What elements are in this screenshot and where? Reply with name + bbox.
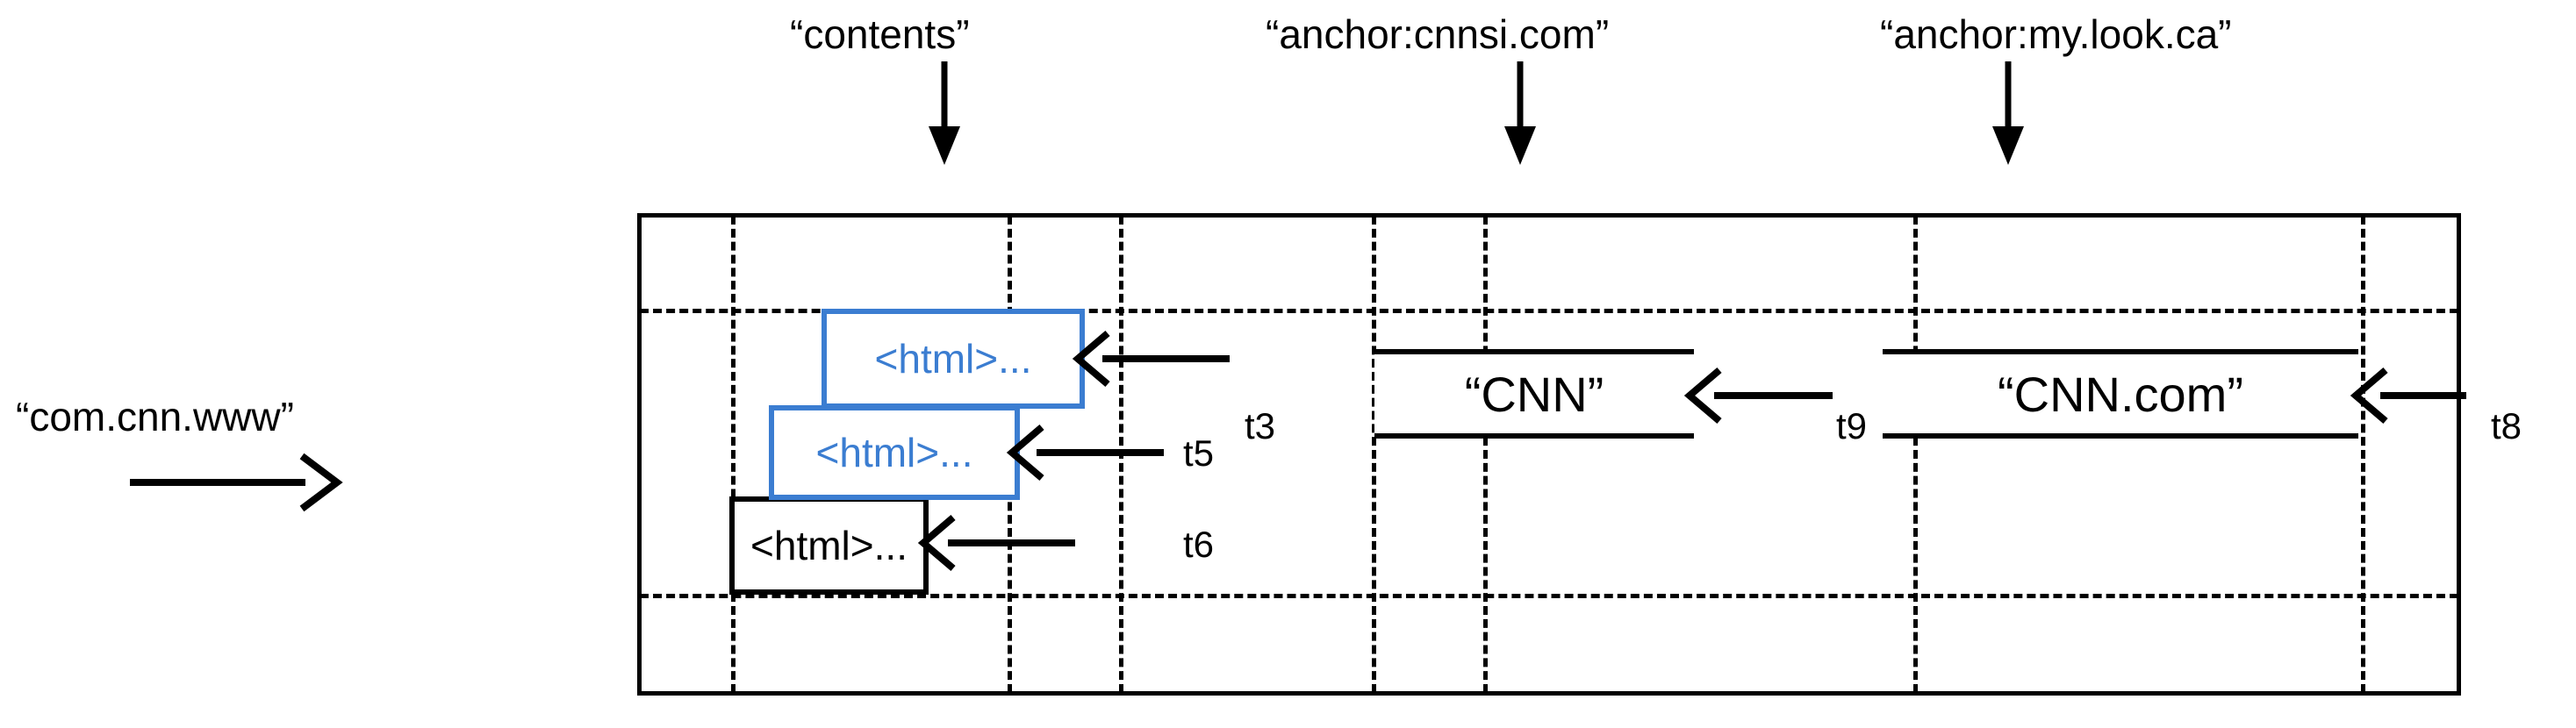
timestamp-arrow-t6-icon (917, 514, 1075, 572)
down-arrow-contents-icon (927, 61, 962, 167)
column-label-anchor-cnnsi: “anchor:cnnsi.com” (1266, 11, 1610, 57)
cell-anchor-cnnsi-t9-text: “CNN” (1464, 366, 1604, 422)
cell-anchor-my-look-ca-t8[interactable]: “CNN.com” (1883, 349, 2358, 439)
grid-col-divider-6 (1913, 216, 1918, 693)
grid-col-divider-5 (1483, 216, 1488, 693)
cell-contents-t3-text: <html>... (874, 336, 1032, 382)
row-table-frame (637, 213, 2461, 696)
row-key-arrow-icon (130, 447, 343, 517)
cell-contents-t6[interactable]: <html>... (729, 496, 929, 595)
column-label-contents: “contents” (790, 11, 970, 57)
down-arrow-anchor-cnnsi-icon (1503, 61, 1538, 167)
cell-anchor-cnnsi-t9[interactable]: “CNN” (1374, 349, 1694, 439)
grid-col-divider-7 (2361, 216, 2365, 693)
timestamp-arrow-t5-icon (1006, 424, 1164, 482)
timestamp-arrow-t3-icon (1072, 330, 1230, 388)
cell-contents-t6-text: <html>... (750, 523, 908, 568)
cell-anchor-my-look-ca-t8-text: “CNN.com” (1998, 366, 2243, 422)
grid-row-divider-bottom (640, 594, 2458, 598)
row-key-label-com-cnn-www: “com.cnn.www” (16, 394, 294, 439)
timestamp-label-t8: t8 (2491, 405, 2522, 446)
cell-contents-t3[interactable]: <html>... (822, 309, 1085, 409)
down-arrow-anchor-my-look-ca-icon (1991, 61, 2026, 167)
grid-col-divider-1 (731, 216, 735, 693)
timestamp-label-t9: t9 (1836, 405, 1868, 446)
timestamp-label-t5: t5 (1183, 432, 1215, 474)
timestamp-label-t6: t6 (1183, 524, 1215, 565)
column-label-anchor-my-look-ca: “anchor:my.look.ca” (1880, 11, 2232, 57)
grid-col-divider-4 (1372, 216, 1376, 693)
cell-contents-t5-text: <html>... (815, 430, 973, 475)
timestamp-arrow-t8-icon (2350, 367, 2490, 425)
timestamp-label-t3: t3 (1245, 405, 1276, 446)
grid-row-divider-top (640, 309, 2458, 313)
cell-contents-t5[interactable]: <html>... (769, 405, 1020, 500)
timestamp-arrow-t9-icon (1683, 367, 1833, 425)
